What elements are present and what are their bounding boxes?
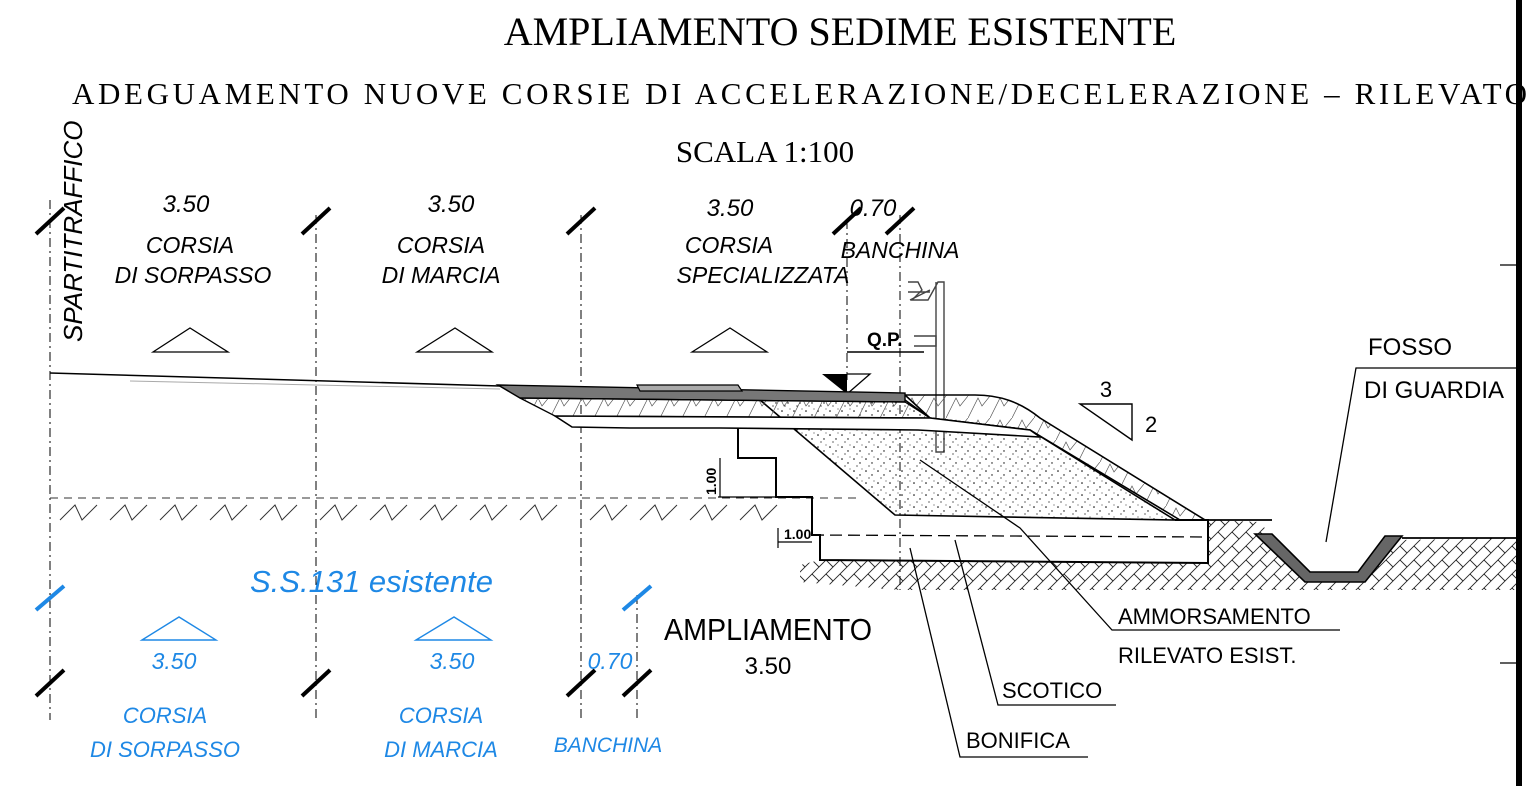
existing-width-sorpasso: 3.50 (152, 648, 197, 674)
ground-hatch-mask (800, 590, 1520, 786)
bonifica-leader (909, 547, 1088, 758)
qp-label: Q.P. (867, 330, 903, 351)
ampliamento-width: 3.50 (745, 653, 792, 680)
scotico-leader (954, 539, 1116, 706)
existing-label-sorpasso-1: CORSIA (123, 703, 207, 728)
ammorsamento-leader (919, 459, 1340, 631)
drawing-scale: SCALA 1:100 (676, 134, 854, 169)
ammorsamento-label: AMMORSAMENTO (1118, 604, 1311, 629)
qp-marker-outline (846, 373, 872, 395)
road-surface-line (49, 372, 501, 387)
lane-label-specializzata-1: CORSIA (685, 232, 773, 258)
ditch-lining (1253, 533, 1404, 583)
lane-label-sorpasso-2: DI SORPASSO (115, 262, 272, 288)
fosso-label-2: DI GUARDIA (1364, 377, 1504, 404)
lane-width-sorpasso: 3.50 (163, 191, 210, 218)
existing-label-marcia-1: CORSIA (399, 703, 483, 728)
new-lane-overlay (636, 384, 744, 392)
existing-width-banchina: 0.70 (588, 648, 633, 674)
bonifica-zone (811, 534, 1209, 538)
ticks-existing (34, 584, 653, 612)
drawing-title: AMPLIAMENTO SEDIME ESISTENTE (504, 9, 1177, 54)
lane-label-specializzata-2: SPECIALIZZATA (677, 262, 850, 288)
shoulder-label: BANCHINA (841, 237, 960, 263)
pavement-base (519, 397, 933, 419)
fosso-leader (1325, 367, 1520, 543)
lane-width-specializzata: 3.50 (707, 195, 754, 222)
existing-label-marcia-2: DI MARCIA (384, 737, 498, 762)
lane-width-marcia: 3.50 (428, 191, 475, 218)
fosso-label-1: FOSSO (1368, 334, 1452, 361)
existing-ground-hatch (50, 497, 860, 521)
slope-h: 3 (1100, 377, 1112, 402)
bonifica-label: BONIFICA (966, 728, 1070, 753)
step-height-label: 1.00 (703, 468, 719, 495)
drawing-subtitle: ADEGUAMENTO NUOVE CORSIE DI ACCELERAZION… (72, 76, 1527, 111)
bonifica-depth-label: 1.00 (784, 526, 811, 542)
scotico-label: SCOTICO (1002, 678, 1102, 703)
lane-triangles-existing (139, 616, 494, 641)
slope-v: 2 (1145, 412, 1157, 437)
slope-triangle (1077, 403, 1133, 442)
lane-label-marcia-1: CORSIA (397, 232, 485, 258)
pavement-subbase (552, 415, 1043, 438)
qp-marker (822, 374, 847, 394)
lane-label-marcia-2: DI MARCIA (382, 262, 501, 288)
slope-topsoil (902, 394, 1208, 521)
existing-width-marcia: 3.50 (430, 648, 475, 674)
spartitraffico-label: SPARTITRAFFICO (58, 121, 88, 343)
existing-label-banchina: BANCHINA (554, 734, 663, 757)
existing-label-sorpasso-2: DI SORPASSO (90, 737, 240, 762)
lane-label-sorpasso-1: CORSIA (146, 232, 234, 258)
shoulder-width: 0.70 (850, 195, 897, 222)
existing-road-name: S.S.131 esistente (250, 564, 493, 599)
ticks-new (34, 206, 916, 236)
rilevato-esist-label: RILEVATO ESIST. (1118, 643, 1297, 668)
road-surface-line-thin (129, 380, 501, 390)
ampliamento-label: AMPLIAMENTO (664, 612, 872, 647)
lane-triangles-new (150, 327, 770, 353)
